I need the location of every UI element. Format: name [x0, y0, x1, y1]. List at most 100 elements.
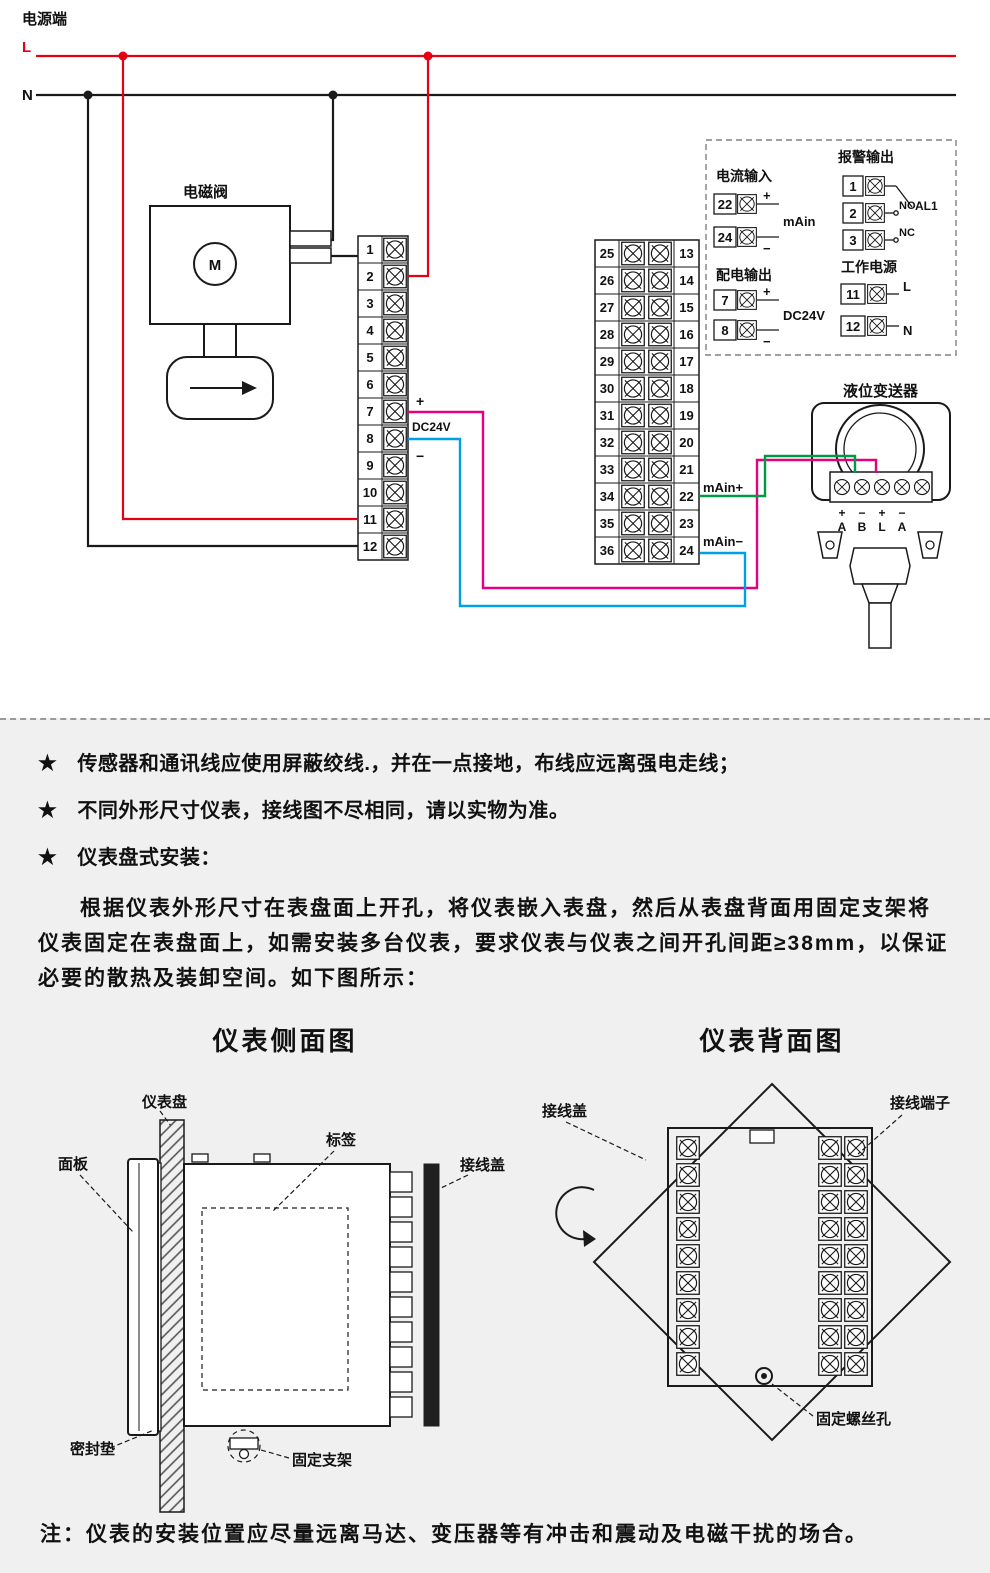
- terminal-cell: [389, 1396, 413, 1418]
- terminal-screw-icon: [621, 349, 645, 374]
- terminal-screw-icon: [844, 1352, 868, 1376]
- back-cover-label: 接线盖: [542, 1102, 587, 1120]
- terminal-number: 26: [600, 273, 614, 288]
- terminal-number: 6: [366, 377, 373, 392]
- tag-label: 标签: [325, 1131, 357, 1149]
- alarm-output-title: 报警输出: [838, 149, 894, 165]
- wire-dc24v-minus-to-main-minus: [408, 437, 747, 608]
- terminal-cell: [389, 1296, 413, 1318]
- terminal-screw-icon: [383, 480, 407, 505]
- fixing-screw-dot: [761, 1373, 767, 1379]
- screw-hole-label: 固定螺丝孔: [816, 1410, 891, 1428]
- tag-area: [201, 1207, 349, 1391]
- terminal-screw-icon: [865, 203, 885, 223]
- terminal-screw-icon: [383, 372, 407, 397]
- terminal-number: 2: [366, 269, 373, 284]
- motor-label: M: [209, 257, 222, 274]
- minus-sign: −: [763, 241, 771, 256]
- solenoid-valve-label: 电磁阀: [183, 183, 228, 201]
- mount-bolt: [925, 540, 935, 550]
- fixing-bracket: [229, 1437, 259, 1450]
- terminal-number: 35: [600, 516, 614, 531]
- terminal-screw-icon: [844, 1217, 868, 1241]
- motor-symbol: [193, 242, 237, 286]
- terminal-screw-icon: [676, 1163, 700, 1187]
- terminal-screw-icon: [383, 534, 407, 559]
- terminal-screw-icon: [676, 1244, 700, 1268]
- leader-line: [857, 1114, 903, 1155]
- wiring-diagram: 电源端 L N 电磁阀 M: [22, 10, 957, 649]
- terminal-screw-icon: [737, 227, 757, 247]
- terminal-screw-icon: [621, 241, 645, 266]
- terminal-number: 8: [366, 431, 373, 446]
- dc24v-label: DC24V: [412, 420, 451, 434]
- terminal-screw-icon: [621, 376, 645, 401]
- valve-connector-top: [289, 230, 332, 247]
- terminal-screw-icon: [621, 511, 645, 536]
- rotation-arrow-head: [583, 1230, 596, 1247]
- terminal-number: 24: [679, 543, 694, 558]
- terminal-screw-icon: [676, 1271, 700, 1295]
- rotated-cover: [592, 1082, 952, 1442]
- terminal-box: [840, 315, 866, 337]
- n-label: N: [903, 323, 912, 338]
- terminal-number: 4: [366, 323, 374, 338]
- terminal-stack: [389, 1171, 413, 1418]
- terminal-screw-icon: [818, 1163, 842, 1187]
- relay-contact: [893, 210, 899, 216]
- transmitter-title: 液位变送器: [843, 382, 919, 400]
- plus-sign: +: [763, 284, 771, 299]
- wire-n-to-valve: [331, 95, 335, 242]
- installation-notes-section: ★ 传感器和通讯线应使用屏蔽绞线.，并在一点接地，布线应远离强电走线； ★ 不同…: [0, 718, 990, 1573]
- terminal-screw-icon: [818, 1325, 842, 1349]
- terminal-number: 11: [846, 287, 860, 302]
- note-item: ★ 仪表盘式安装：: [38, 844, 952, 872]
- terminal-screw-icon: [818, 1190, 842, 1214]
- terminal-screw-icon: [676, 1136, 700, 1160]
- terminal-number: 31: [600, 408, 614, 423]
- terminal-letter: L: [878, 520, 885, 534]
- terminal-screw-icon: [383, 507, 407, 532]
- instrument-back: [667, 1127, 873, 1387]
- wire-labels: + DC24V − mAin+ mAin−: [412, 393, 744, 549]
- terminal-cell: [389, 1371, 413, 1393]
- back-view-diagram: 接线盖 接线端子 固定螺丝孔: [542, 1082, 952, 1442]
- terminal-cell: [389, 1246, 413, 1268]
- instrument-body: [183, 1163, 391, 1427]
- top-screw: [253, 1153, 271, 1163]
- level-transmitter: 液位变送器 + − + − A B L A: [811, 382, 951, 649]
- terminal-screw-icon: [676, 1190, 700, 1214]
- terminal-cell: [389, 1196, 413, 1218]
- terminal-screw-icon: [648, 484, 672, 509]
- installation-paragraph: 根据仪表外形尺寸在表盘面上开孔，将仪表嵌入表盘，然后从表盘背面用固定支架将仪表固…: [38, 897, 949, 990]
- terminal-number: 12: [846, 319, 860, 334]
- front-panel-label: 面板: [58, 1155, 89, 1173]
- valve-coil-body: [149, 205, 291, 325]
- power-output-title: 配电输出: [716, 267, 772, 283]
- terminal-screw-icon: [818, 1271, 842, 1295]
- terminal-screw-icon: [383, 318, 407, 343]
- terminal-cell: [389, 1221, 413, 1243]
- valve-connector-bottom: [289, 247, 332, 264]
- terminal-screw-icon: [844, 1271, 868, 1295]
- terminal-block-label: 接线端子: [890, 1094, 950, 1112]
- leader-line: [771, 1383, 814, 1417]
- terminal-number: 18: [679, 381, 693, 396]
- terminal-number: 34: [600, 489, 615, 504]
- mount-bolt: [825, 540, 835, 550]
- terminal-screw-icon: [648, 322, 672, 347]
- terminal-number: 28: [600, 327, 614, 342]
- terminal-sign: +: [878, 506, 885, 520]
- star-bullet-icon: ★: [38, 846, 58, 869]
- terminal-box: [713, 319, 737, 341]
- note-text: 仪表盘式安装：: [77, 847, 221, 869]
- terminal-screw-icon: [844, 1163, 868, 1187]
- star-bullet-icon: ★: [38, 752, 58, 775]
- terminal-screw-icon: [893, 478, 911, 496]
- terminal-number: 33: [600, 462, 614, 477]
- main-minus-label: mAin−: [703, 534, 744, 549]
- terminal-screw-icon: [383, 399, 407, 424]
- wire-main-plus-to-transmitter: [699, 454, 857, 498]
- terminal-letter: B: [858, 520, 867, 534]
- alarm-output-group: 报警输出 1 2 3 NO NC AL1: [838, 149, 938, 251]
